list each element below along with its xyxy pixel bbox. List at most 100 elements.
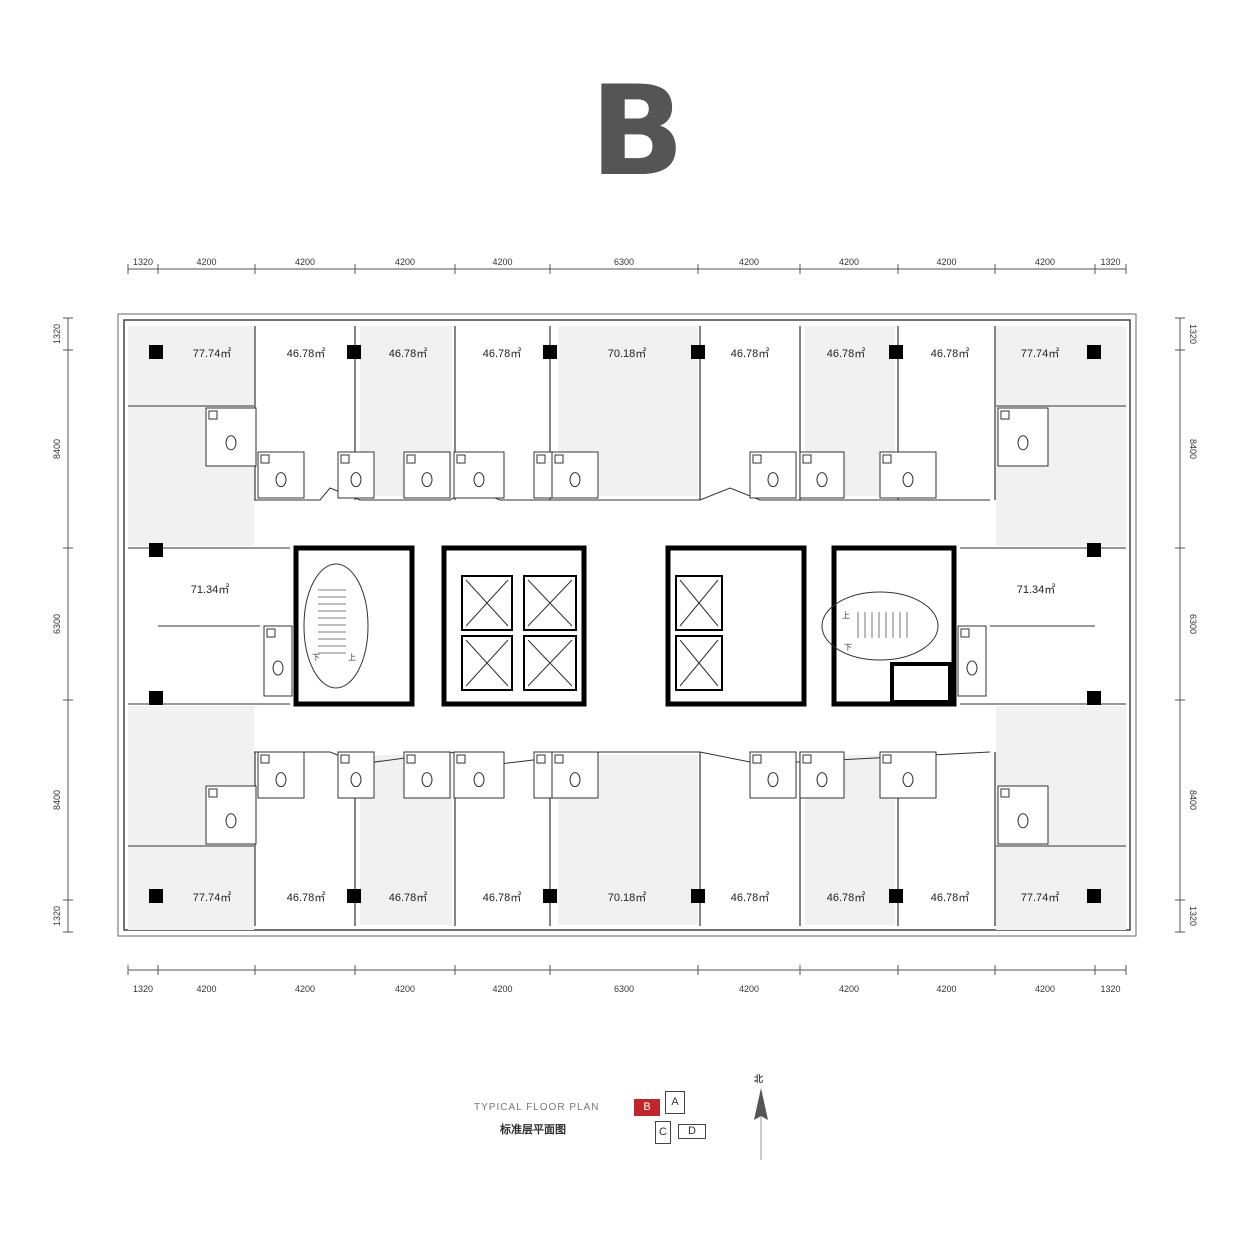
sink-fixture [1000,410,1010,420]
unit-area-label: 70.18㎡ [608,891,647,904]
dimension-label: 1320 [1188,906,1198,926]
sink-fixture [802,454,812,464]
bathroom-wall [257,751,305,799]
bathroom-wall [879,451,937,499]
bathroom-wall [205,785,257,845]
toilet-fixture [275,472,287,488]
unit-area-label: 77.74㎡ [1021,891,1060,904]
key-plan-a[interactable]: A [665,1091,685,1114]
sink-fixture [208,410,218,420]
bathroom [403,751,451,799]
elevator-cross [465,639,509,687]
structural-column [347,345,361,359]
spiral-stair-left [303,563,369,689]
sink-fixture [266,628,276,638]
dimension-label: 6300 [614,257,634,267]
unit-area-label: 46.78㎡ [389,891,428,904]
structural-column [1087,345,1101,359]
structural-column [149,691,163,705]
bathroom [551,451,599,499]
bathroom-wall [551,751,599,799]
stair-core-left [293,545,415,707]
sink-fixture [260,454,270,464]
dimension-label: 4200 [739,257,759,267]
toilet-fixture [225,435,237,451]
bathroom [997,407,1049,467]
room-fill [996,326,1126,406]
dimension-label: 4200 [1035,257,1055,267]
toilet-fixture [767,472,779,488]
bathroom [263,625,293,697]
bathroom [551,751,599,799]
key-plan-b[interactable]: B [634,1099,660,1116]
sink-fixture [536,454,546,464]
toilet-fixture [421,472,433,488]
sink-fixture [208,788,218,798]
dimension-label: 4200 [739,984,759,994]
unit-area-label: 46.78㎡ [731,347,770,360]
bathroom [879,751,937,799]
sink-fixture [406,754,416,764]
dimension-label: 1320 [52,324,62,344]
bathroom [205,785,257,845]
structural-column [543,889,557,903]
unit-area-label: 46.78㎡ [931,347,970,360]
elevator-cross [527,639,573,687]
bathroom [749,451,797,499]
dimension-label: 6300 [52,614,62,634]
dimension-label: 4200 [1035,984,1055,994]
stair-label-up: 上 [348,653,356,662]
structural-column [149,345,163,359]
dimension-label: 4200 [295,984,315,994]
stair-label-down: 下 [844,643,852,652]
bathroom-wall [799,751,845,799]
building-inner-outline [123,319,1131,931]
unit-area-label: 46.78㎡ [287,347,326,360]
bathroom [799,451,845,499]
structural-column [889,345,903,359]
stair-label-down: 下 [312,653,320,662]
north-arrow-icon [754,1088,768,1120]
dimension-label: 4200 [936,257,956,267]
unit-area-label: 77.74㎡ [1021,347,1060,360]
legend-title-cn: 标准层平面图 [500,1123,566,1136]
elevator-cross [679,579,719,627]
room-fill [996,846,1126,930]
key-plan-d[interactable]: D [678,1124,706,1139]
unit-area-label: 46.78㎡ [731,891,770,904]
elevator-car [523,635,577,691]
bathroom [453,451,505,499]
toilet-fixture [350,472,362,488]
toilet-fixture [272,660,284,676]
dimension-label: 1320 [1188,324,1198,344]
toilet-fixture [225,813,237,829]
bathroom-wall [403,451,451,499]
bathroom-wall [453,751,505,799]
bathroom [257,751,305,799]
toilet-fixture [1017,813,1029,829]
dimension-label: 4200 [295,257,315,267]
bathroom [337,751,375,799]
sink-fixture [260,754,270,764]
bathroom-wall [257,451,305,499]
unit-area-label: 70.18㎡ [608,347,647,360]
toilet-fixture [1017,435,1029,451]
sink-fixture [340,454,350,464]
structural-column [889,889,903,903]
key-plan-c[interactable]: C [655,1121,671,1144]
dimension-label: 4200 [492,984,512,994]
toilet-fixture [569,772,581,788]
dimension-label: 4200 [395,984,415,994]
dimension-label: 6300 [1188,614,1198,634]
bathroom [997,785,1049,845]
dimension-label: 1320 [133,984,153,994]
dimension-label: 8400 [1188,790,1198,810]
elevator-cross [465,579,509,627]
toilet-fixture [767,772,779,788]
bathroom-wall [403,751,451,799]
bathroom [957,625,987,697]
sink-fixture [554,754,564,764]
toilet-fixture [902,772,914,788]
bathroom-wall [453,451,505,499]
